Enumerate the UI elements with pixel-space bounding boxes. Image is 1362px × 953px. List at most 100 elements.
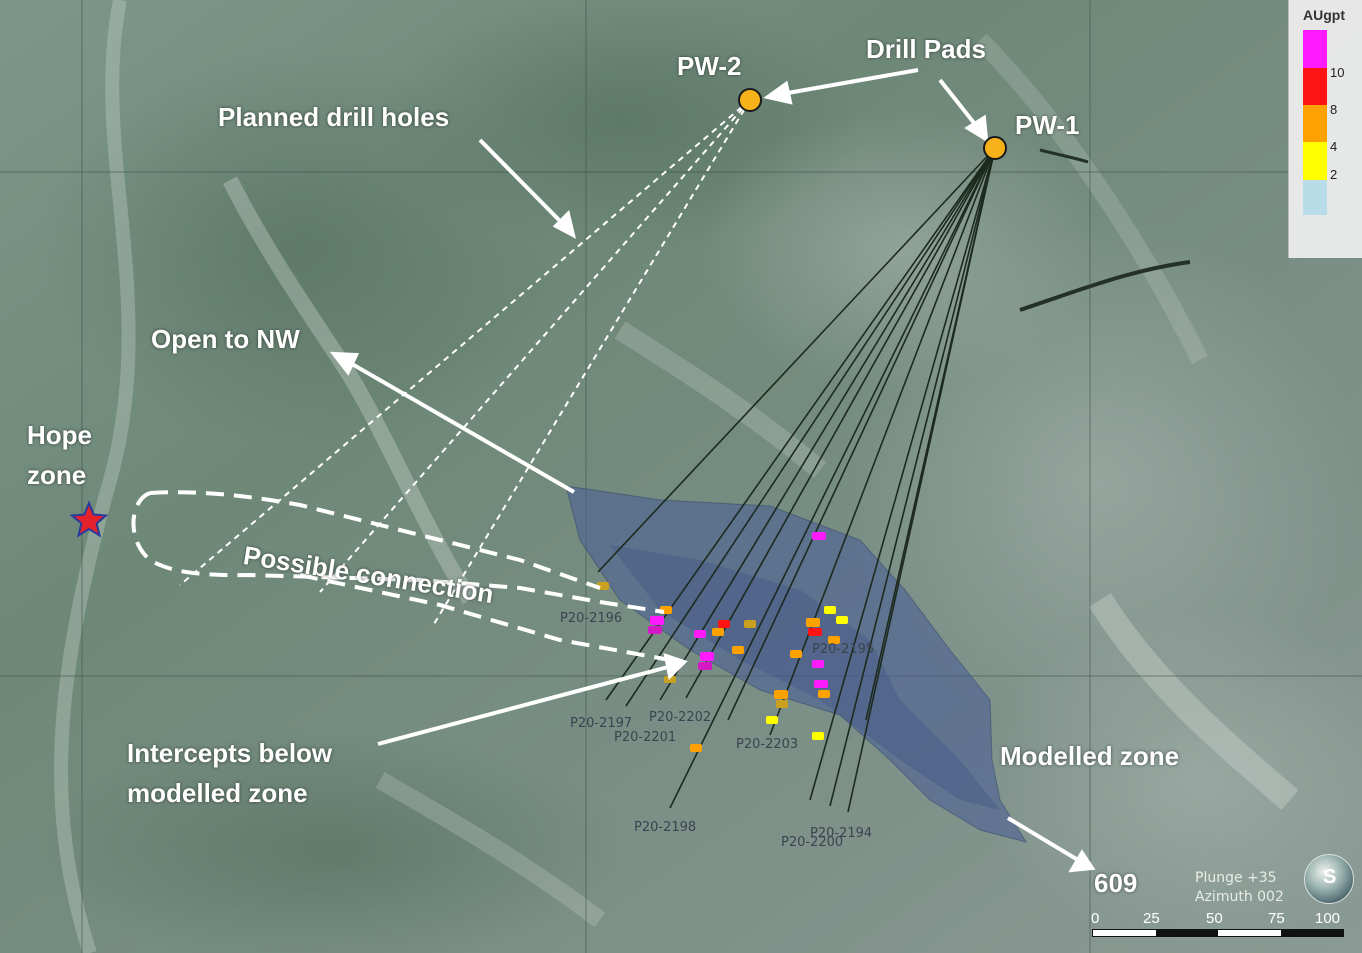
drill-hole-label: P20-2196 (560, 611, 623, 626)
scale-bar (1092, 929, 1344, 937)
label-intercepts-line1: Intercepts below (127, 738, 333, 768)
legend-swatch (1303, 68, 1327, 105)
scale-bar-segment (1218, 930, 1281, 936)
intercept-marker (664, 676, 676, 683)
scale-tick-label: 50 (1206, 910, 1223, 927)
label-hope-zone-line2: zone (27, 460, 87, 490)
scale-tick-label: 0 (1091, 910, 1100, 927)
drill-hole-trace (727, 147, 996, 721)
drill-hole-trace (769, 147, 996, 736)
intercept-marker (774, 690, 788, 699)
drill-hole-trace (809, 147, 996, 801)
intercept-marker (744, 620, 756, 628)
intercept-marker (718, 620, 730, 628)
connection-upper-path (149, 490, 601, 590)
drill-hole-trace (865, 147, 996, 721)
intercept-marker (648, 626, 662, 634)
legend-title: AUgpt (1303, 7, 1345, 23)
drill-hole-trace (597, 147, 996, 573)
legend-swatch (1303, 105, 1327, 142)
arrow-planned-holes (478, 138, 564, 225)
arrow-open-to-nw (351, 362, 575, 494)
scale-bar-segment (1093, 930, 1156, 936)
intercept-marker (806, 618, 820, 627)
drill-hole-label: P20-2197 (570, 716, 633, 731)
label-pw2: PW-2 (677, 51, 742, 81)
arrow-head (663, 653, 688, 681)
annotation-arrows (329, 68, 1096, 873)
intercept-marker (812, 532, 826, 540)
arrow-head (552, 210, 576, 239)
legend-swatch (1303, 142, 1327, 180)
scale-tick-label: 100 (1315, 910, 1341, 927)
arrow-modelled-zone (1006, 816, 1080, 862)
intercept-marker (812, 732, 824, 740)
legend-tick-label: 8 (1330, 102, 1338, 117)
drill-hole-trace (625, 147, 996, 707)
scale-bar-segment (1155, 930, 1218, 936)
legend-tick-label: 4 (1330, 139, 1338, 154)
intercept-marker (790, 650, 802, 658)
label-planned-drill-holes: Planned drill holes (218, 102, 450, 132)
terrain-relief (30, 0, 1362, 953)
arrow-head (329, 351, 360, 376)
arrow-head (763, 80, 793, 105)
drill-hole-trace (669, 147, 996, 809)
compass-letter: S (1323, 866, 1337, 888)
drill-hole-trace (829, 147, 996, 807)
legend-tick-label: 2 (1330, 167, 1338, 182)
drill-hole-label: P20-2194 (810, 826, 873, 841)
drill-hole-trace (685, 147, 996, 699)
planned-drill-holes (179, 99, 751, 625)
legend-swatch (1303, 30, 1327, 68)
arrow-drill-pads-to-pw1 (938, 78, 980, 130)
intercept-marker (812, 660, 824, 668)
hope-zone-star-icon (69, 500, 109, 538)
planned-hole-trace (179, 99, 751, 586)
legend-tick-label: 10 (1330, 65, 1345, 80)
label-pw1: PW-1 (1015, 110, 1080, 140)
intercept-marker (650, 616, 664, 625)
intercept-marker (808, 628, 822, 636)
drill-hole-label: P20-2200 (781, 835, 844, 850)
planned-hole-trace (319, 99, 751, 593)
plunge-readout: Plunge +35 (1195, 870, 1277, 886)
drill-hole-label: P20-2195 (812, 642, 875, 657)
intercept-marker (776, 700, 788, 708)
scale-tick-label: 75 (1268, 910, 1285, 927)
intercept-marker (700, 652, 714, 661)
arrow-intercepts (377, 665, 669, 746)
drill-pad-pw1[interactable] (983, 136, 1007, 160)
drill-hole-trace (659, 147, 996, 701)
connection-lowest-path (299, 573, 671, 662)
label-hope-zone-line1: Hope (27, 420, 92, 450)
intercept-marker (690, 744, 702, 752)
grade-legend: AUgpt 10 8 4 2 (1288, 0, 1362, 258)
drill-pad-pw2[interactable] (738, 88, 762, 112)
intercept-marker (694, 630, 706, 638)
arrow-drill-pads-to-pw2 (781, 68, 919, 96)
drill-hole-label: P20-2198 (634, 820, 697, 835)
intercept-marker (836, 616, 848, 624)
intercept-marker (814, 680, 828, 688)
drill-hole-label: P20-2203 (736, 737, 799, 752)
azimuth-readout: Azimuth 002 (1195, 889, 1284, 905)
label-section-609: 609 (1094, 868, 1138, 898)
scale-tick-label: 25 (1143, 910, 1160, 927)
arrow-head (964, 114, 989, 143)
intercept-marker (766, 716, 778, 724)
scale-bar-segment (1280, 930, 1343, 936)
intercept-marker (698, 662, 712, 670)
intercept-marker (732, 646, 744, 654)
assay-intercepts (597, 532, 848, 752)
label-intercepts-line2: modelled zone (127, 778, 308, 808)
compass-icon[interactable]: S (1304, 854, 1354, 904)
legend-swatch (1303, 180, 1327, 215)
drill-hole-label: P20-2201 (614, 730, 677, 745)
possible-connection-outline (131, 490, 671, 662)
label-drill-pads: Drill Pads (866, 34, 986, 64)
arrow-head (1068, 849, 1096, 873)
